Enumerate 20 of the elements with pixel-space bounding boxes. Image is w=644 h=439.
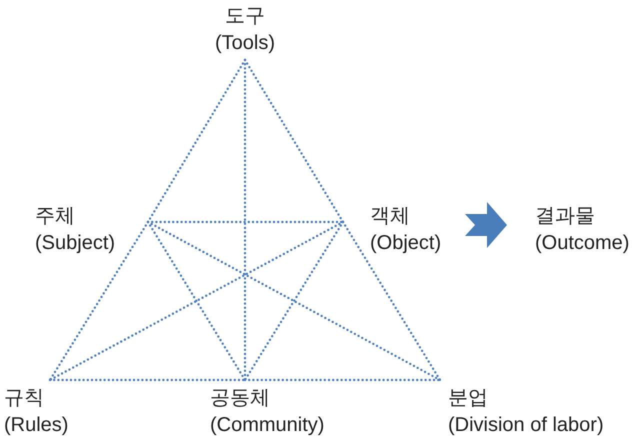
dotted-line [244,220,344,382]
term-label: 객체 [370,205,410,228]
term-label: 주체 [35,205,75,228]
dotted-line [48,378,246,382]
term-label: 분업 [448,387,488,410]
term-label: 규칙 [4,387,44,410]
term-translation: (Outcome) [535,232,630,255]
term-label: 공동체 [210,387,270,410]
term-translation: (Community) [210,414,324,437]
term-translation: (Object) [370,232,442,255]
dotted-line [244,378,442,382]
term-translation: (Subject) [35,232,116,255]
dotted-line [244,58,246,382]
block-arrow [465,202,507,248]
term-translation: (Rules) [4,414,68,437]
term-label: 도구 [225,5,265,28]
term-label: 결과물 [535,205,595,228]
term-translation: (Division of labor) [448,414,604,437]
term-translation: (Tools) [215,32,275,55]
dotted-line [146,220,246,382]
